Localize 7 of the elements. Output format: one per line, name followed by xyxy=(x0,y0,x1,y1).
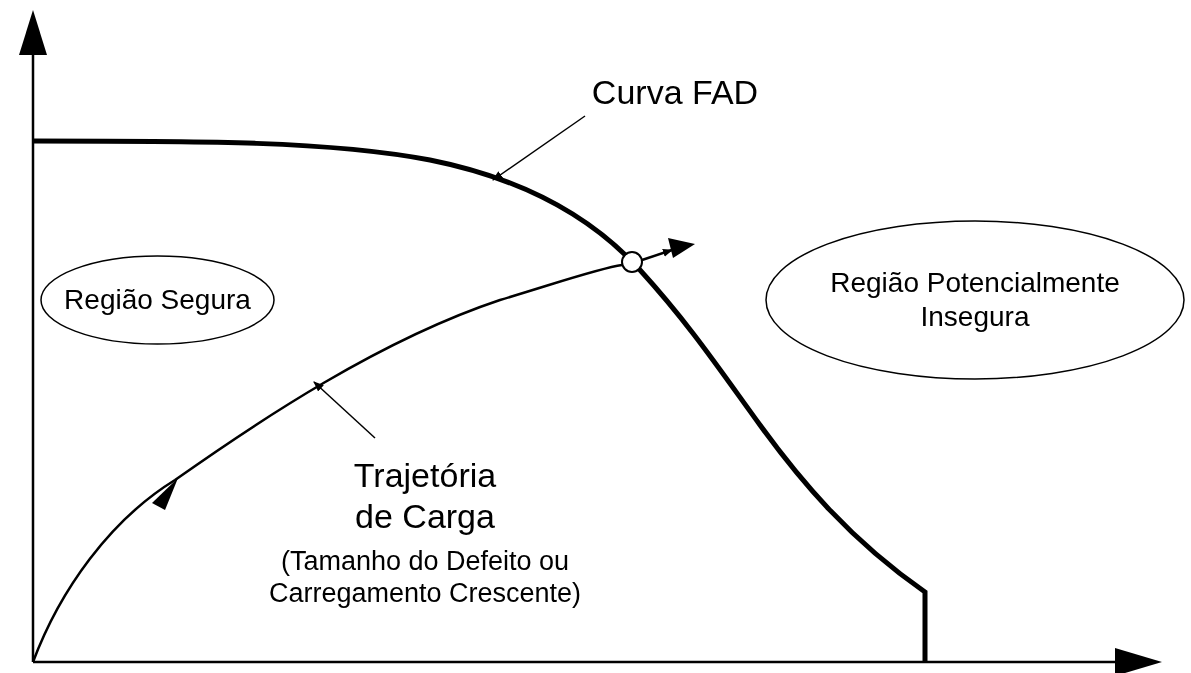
region-label: Região Potencialmente Insegura xyxy=(829,266,1121,334)
load-path-label: Trajetória de Carga xyxy=(352,455,498,537)
curve-label: Curva FAD xyxy=(591,72,759,113)
leader-line xyxy=(313,381,376,439)
load-path-note: (Tamanho do Defeito ou Carregamento Crescente) xyxy=(267,544,583,610)
region-label: Região Segura xyxy=(64,283,251,317)
leader-line xyxy=(492,115,586,181)
